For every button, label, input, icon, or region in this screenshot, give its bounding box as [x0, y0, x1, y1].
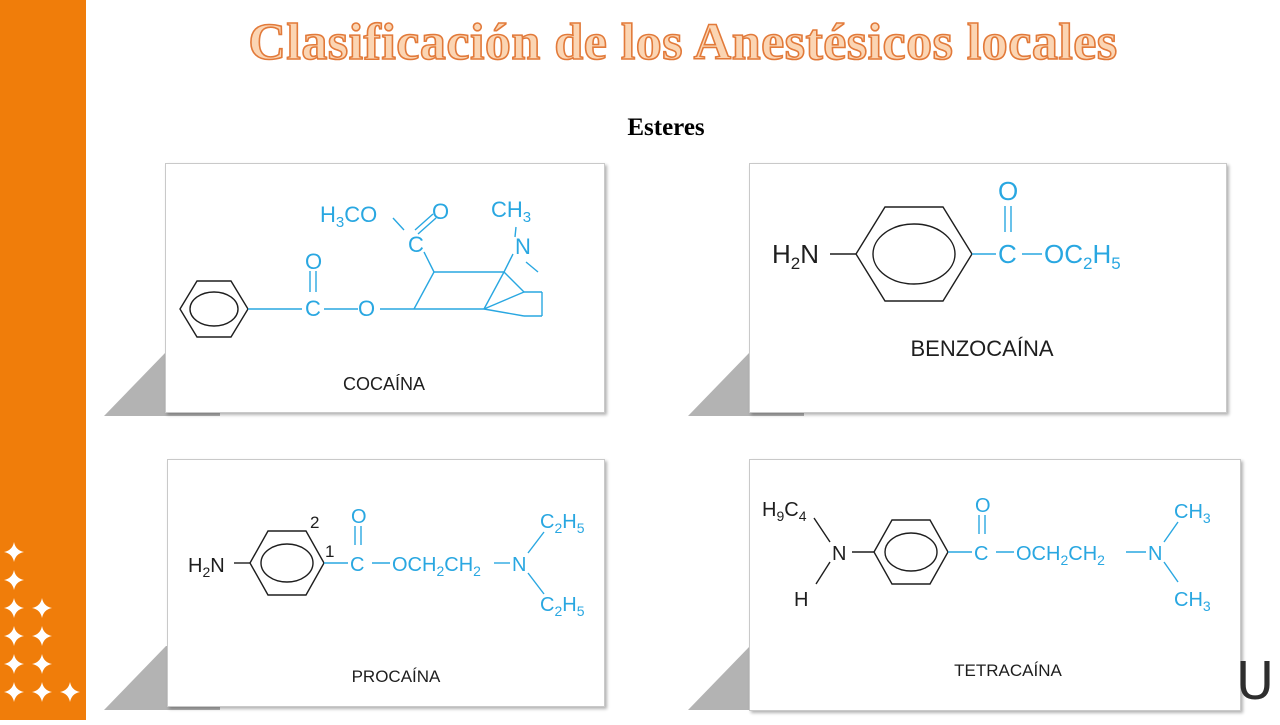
methyl-ester-oxygen-label: O [432, 199, 449, 224]
amine-nitrogen-label: N [512, 554, 526, 576]
ethyl-ester-label: OC2H5 [1044, 239, 1121, 273]
corner-logo-letter: U [1236, 652, 1275, 712]
terminal-nitrogen-label: N [1148, 543, 1162, 565]
methyl-ester-label: H3CO [320, 202, 377, 231]
methyl-ester-carbon-label: C [408, 232, 424, 257]
tetracaine-black-labels: H9C4 N H [762, 499, 846, 611]
four-point-star-icon [32, 626, 52, 646]
cocaine-structure-diagram: O C O C O N H3CO CH3 COCAÍNA [179, 197, 543, 394]
methyl-top-label: CH3 [1174, 501, 1211, 526]
four-point-star-icon [4, 598, 24, 618]
tetracaine-blue-bonds [948, 515, 1179, 583]
four-point-star-icon [32, 682, 52, 702]
benzocaine-structure-card: H2N O C OC2H5 BENZOCAÍNA [749, 163, 1227, 413]
molecule-name: BENZOCAÍNA [910, 336, 1053, 361]
benzocaine-bonds [972, 206, 1042, 255]
benzene-ring [830, 206, 973, 302]
procaine-structure-diagram: H2N 2 1 O C OCH2CH2 N C2H5 C2H5 PROCAÍNA [188, 506, 585, 686]
tetracaine-blue-labels: O C OCH2CH2 N CH3 CH3 [974, 495, 1211, 614]
butyl-group-label: H9C4 [762, 499, 807, 524]
ester-carbon-label: C [305, 296, 321, 321]
benzocaine-structure-diagram: H2N O C OC2H5 BENZOCAÍNA [772, 176, 1121, 361]
ethyl-top-label: C2H5 [540, 511, 585, 536]
carbonyl-carbon-label: C [350, 554, 364, 576]
ring-position-2-label: 2 [310, 513, 319, 532]
cocaine-atom-labels: O C O C O N H3CO CH3 [305, 197, 531, 321]
carbonyl-oxygen-label: O [998, 176, 1018, 206]
four-point-star-icon [4, 570, 24, 590]
ethyl-bottom-label: C2H5 [540, 594, 585, 619]
four-point-star-icon [4, 542, 24, 562]
n-methyl-label: CH3 [491, 197, 531, 226]
molecule-name: PROCAÍNA [352, 667, 441, 686]
carbonyl-oxygen-label: O [975, 495, 991, 517]
molecule-name: TETRACAÍNA [954, 661, 1062, 680]
amine-hydrogen-label: H [794, 589, 808, 611]
section-subtitle: Esteres [627, 114, 705, 141]
four-point-star-icon [32, 598, 52, 618]
four-point-star-icon [4, 626, 24, 646]
procaine-atom-labels: O C OCH2CH2 N C2H5 C2H5 [350, 506, 585, 619]
cocaine-bonds [248, 213, 543, 317]
four-point-star-icon [32, 654, 52, 674]
tetracaine-structure-card: H9C4 N H O C OCH2CH2 N CH3 CH3 TETRACAÍN… [749, 459, 1241, 711]
carbonyl-carbon-label: C [974, 543, 988, 565]
carbonyl-carbon-label: C [998, 239, 1017, 269]
slide-title: Clasificación de los Anestésicos locales [248, 13, 1118, 72]
star-decoration [0, 542, 86, 725]
ester-chain-label: OCH2CH2 [1016, 543, 1105, 568]
methyl-bottom-label: CH3 [1174, 589, 1211, 614]
benzene-ring [234, 530, 325, 596]
cocaine-structure-card: O C O C O N H3CO CH3 COCAÍNA [165, 163, 605, 413]
benzocaine-atom-labels: O C OC2H5 [998, 176, 1121, 273]
procaine-bonds [324, 526, 545, 595]
benzene-ring [179, 280, 249, 338]
procaine-structure-card: H2N 2 1 O C OCH2CH2 N C2H5 C2H5 PROCAÍNA [167, 459, 605, 707]
carbonyl-oxygen-label: O [351, 506, 367, 528]
four-point-star-icon [4, 682, 24, 702]
amine-nitrogen-label: N [832, 543, 846, 565]
ring-nitrogen-label: N [515, 234, 531, 259]
amine-group-label: H2N [772, 239, 819, 273]
ester-chain-label: OCH2CH2 [392, 554, 481, 579]
amine-group-label: H2N [188, 555, 225, 580]
ester-oxygen-label: O [358, 296, 375, 321]
carbonyl-oxygen-label: O [305, 249, 322, 274]
molecule-name: COCAÍNA [343, 374, 425, 394]
star-pattern [4, 542, 80, 702]
ring-position-1-label: 1 [325, 542, 334, 561]
four-point-star-icon [60, 682, 80, 702]
tetracaine-structure-diagram: H9C4 N H O C OCH2CH2 N CH3 CH3 TETRACAÍN… [762, 495, 1211, 680]
four-point-star-icon [4, 654, 24, 674]
